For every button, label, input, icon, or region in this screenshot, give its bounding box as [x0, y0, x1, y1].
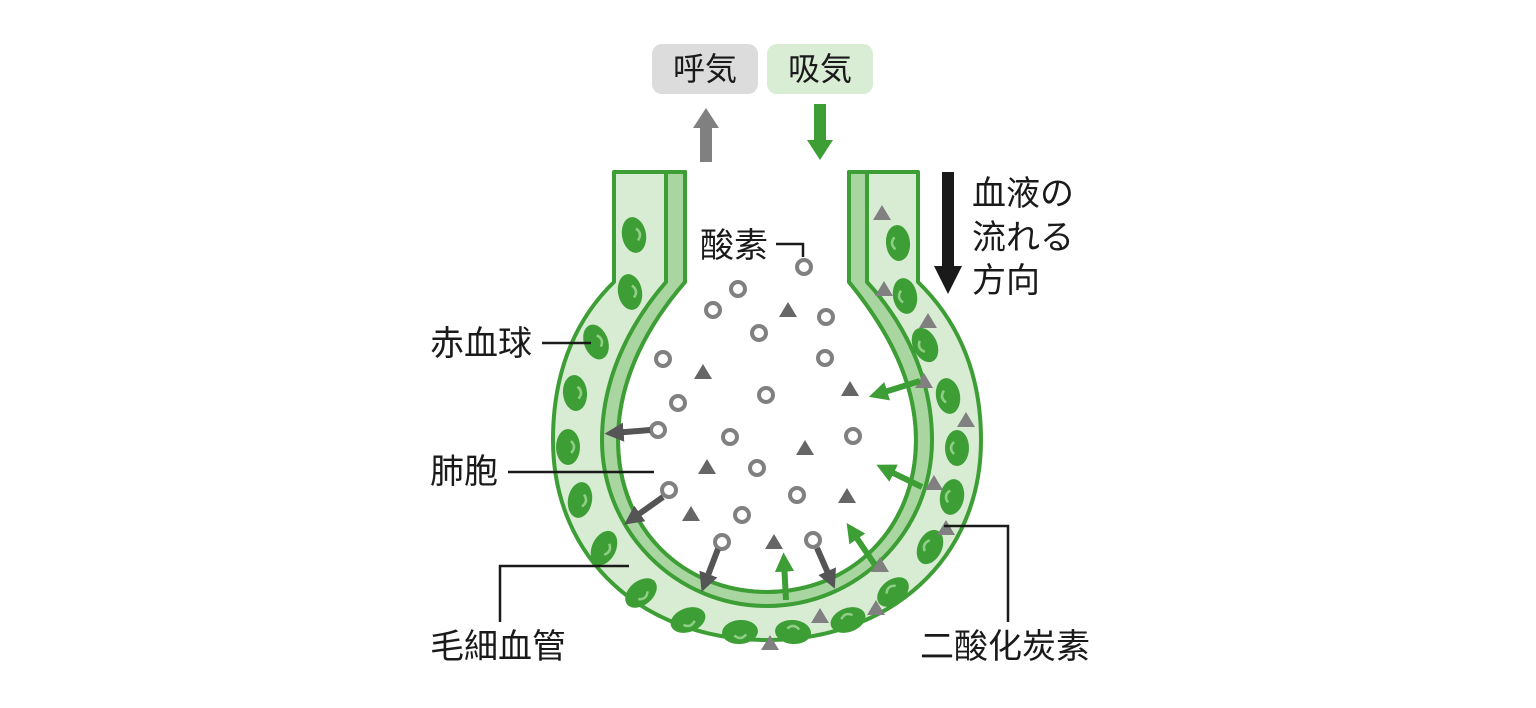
co2-arrow — [846, 523, 878, 567]
red-blood-cell — [670, 607, 706, 633]
oxygen-circle — [816, 349, 834, 367]
oxygen-arrow — [604, 422, 651, 442]
co2-triangle — [698, 459, 716, 474]
co2-triangle — [765, 534, 783, 549]
oxygen-label: 酸素 — [700, 226, 768, 266]
oxygen-circle — [788, 486, 806, 504]
oxygen-circle — [844, 427, 862, 445]
co2-triangle — [761, 635, 779, 650]
co2-arrow — [868, 378, 921, 401]
red-blood-cell — [625, 578, 657, 608]
co2-molecules-alveolus — [682, 302, 859, 549]
red-blood-cell — [935, 378, 961, 414]
red-blood-cell — [621, 217, 647, 253]
co2-triangle — [867, 600, 885, 615]
oxygen-circle — [729, 280, 747, 298]
co2-triangle — [937, 520, 955, 535]
co2-triangle — [919, 313, 937, 328]
exhale-label: 呼気 — [673, 50, 737, 88]
blood-flow-arrow-icon — [934, 172, 962, 294]
co2-arrow — [876, 464, 924, 490]
co2-triangle — [871, 557, 889, 572]
red-blood-cell — [562, 375, 588, 411]
red-blood-cell — [567, 482, 593, 518]
red-blood-cell — [830, 607, 866, 633]
oxygen-circle — [795, 258, 813, 276]
co2-triangle — [694, 364, 712, 379]
co2-triangle — [796, 440, 814, 455]
oxygen-diffusion-arrows — [604, 422, 836, 592]
red-blood-cells-right — [775, 225, 969, 645]
carbon-dioxide-label: 二酸化炭素 — [920, 627, 1090, 667]
red-blood-cell — [892, 278, 918, 314]
capillary-leader-line — [498, 564, 629, 622]
red-blood-cell-label: 赤血球 — [430, 324, 532, 364]
red-blood-cell — [939, 479, 965, 515]
red-blood-cell — [722, 619, 758, 645]
oxygen-circle — [660, 481, 678, 499]
blood-flow-label-line2: 流れる — [972, 218, 1074, 258]
oxygen-circle — [654, 350, 672, 368]
oxygen-leader-line — [776, 242, 805, 257]
exhale-chip: 呼気 — [652, 44, 758, 94]
co2-triangle — [779, 302, 797, 317]
red-blood-cell — [590, 530, 618, 566]
co2-triangle — [873, 205, 891, 220]
oxygen-circle — [733, 506, 751, 524]
blood-flow-label-line3: 方向 — [972, 261, 1040, 301]
co2-triangle — [811, 608, 829, 623]
capillary-label: 毛細血管 — [430, 627, 566, 667]
inhale-label: 吸気 — [788, 50, 852, 88]
co2-diffusion-arrows — [774, 378, 924, 601]
red-blood-cell — [617, 274, 643, 310]
co2-triangle — [682, 506, 700, 521]
red-blood-cell — [775, 619, 811, 645]
oxygen-molecules — [649, 258, 862, 551]
red-blood-cell — [885, 225, 911, 261]
co2-triangle — [841, 381, 859, 396]
red-blood-cell — [911, 327, 939, 363]
oxygen-circle — [721, 428, 739, 446]
alveolus-label: 肺胞 — [430, 452, 498, 492]
oxygen-circle — [748, 459, 766, 477]
exhale-arrow-icon — [693, 108, 719, 162]
co2-triangle — [957, 412, 975, 427]
oxygen-circle — [669, 394, 687, 412]
inhale-arrow-icon — [807, 104, 833, 160]
co2-arrow — [774, 552, 795, 601]
red-blood-cells — [556, 217, 758, 645]
oxygen-circle — [649, 421, 667, 439]
oxygen-circle — [817, 308, 835, 326]
co2-triangle — [838, 488, 856, 503]
blood-flow-label-line1: 血液の — [972, 174, 1074, 214]
oxygen-circle — [704, 301, 722, 319]
red-blood-cell — [877, 577, 909, 607]
red-blood-cell — [556, 429, 580, 465]
carbon-dioxide-leader-line — [944, 524, 1010, 622]
oxygen-arrow — [814, 546, 836, 589]
oxygen-circle — [713, 533, 731, 551]
oxygen-arrow — [699, 547, 721, 592]
red-blood-cell — [916, 529, 944, 565]
red-blood-cell — [583, 324, 609, 360]
co2-triangle — [875, 281, 893, 296]
co2-triangle — [925, 475, 943, 490]
oxygen-arrow — [624, 494, 665, 525]
inhale-chip: 吸気 — [767, 44, 873, 94]
oxygen-circle — [804, 531, 822, 549]
red-blood-cell — [945, 430, 969, 466]
oxygen-circle — [757, 386, 775, 404]
oxygen-circle — [750, 324, 768, 342]
